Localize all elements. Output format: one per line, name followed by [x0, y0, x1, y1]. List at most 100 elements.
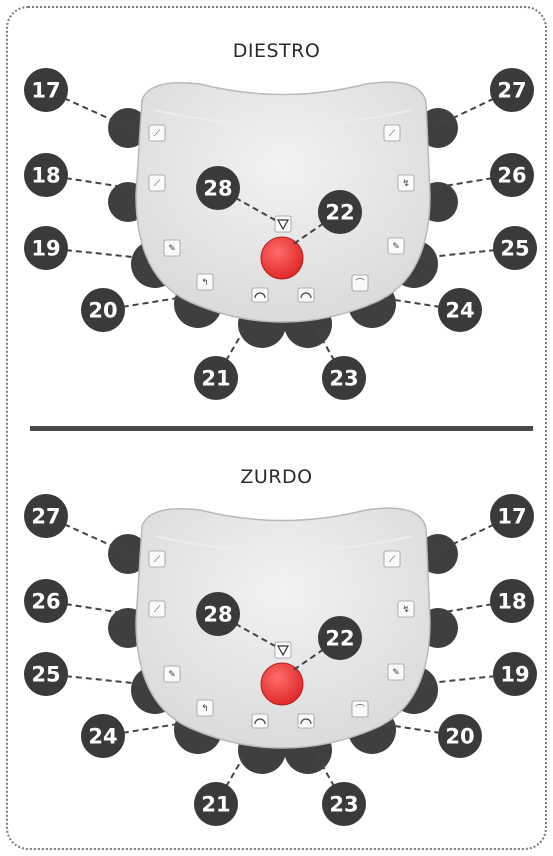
speed-dial-icon [297, 287, 315, 303]
speed-dial-icon [251, 287, 269, 303]
chair-position-glyph: ⌒ [355, 704, 364, 715]
chair-position-glyph: ⟋ [154, 179, 161, 189]
callout-number: 18 [31, 164, 60, 188]
panel-body [135, 81, 431, 323]
callout-badge [493, 226, 537, 270]
callout-number: 25 [500, 237, 529, 261]
callout-number: 20 [88, 299, 117, 323]
chair-position-glyph: ↯ [402, 605, 410, 615]
panel-title-diestro: DIESTRO [232, 40, 321, 62]
callout-badge [493, 652, 537, 696]
chair-position-glyph: ⌒ [355, 278, 364, 289]
speed-dial-arc [300, 292, 312, 299]
control-panel-diestro: ⟋ ⟋ ✎ ↰ ⟋ ↯ ✎ ⌒ 17 18 19 20 21 28 22 23 24 25 26 27 [24, 68, 537, 400]
callout-badge [490, 579, 534, 623]
callout-number: 28 [203, 603, 232, 627]
chair-position-glyph: ✎ [392, 242, 400, 252]
callout-badge [438, 288, 482, 332]
chair-position-glyph: ⟋ [154, 605, 161, 615]
callout-number: 18 [497, 590, 526, 614]
chair-position-glyph: ↯ [402, 179, 410, 189]
callout-badge [81, 714, 125, 758]
callout-badge [322, 356, 366, 400]
callout-number: 17 [31, 79, 60, 103]
callout-number: 25 [31, 663, 60, 687]
chair-position-icon [383, 550, 401, 568]
chair-position-glyph: ⟋ [389, 555, 396, 565]
chair-position-icon [351, 274, 369, 292]
callout-badge [24, 68, 68, 112]
callout-number: 24 [88, 725, 117, 749]
callout-number: 22 [325, 201, 354, 225]
chair-position-glyph: ✎ [392, 668, 400, 678]
callout-badge [81, 288, 125, 332]
red-stop-button [260, 236, 304, 280]
speed-dial-arc [300, 718, 312, 725]
chair-position-icon [196, 699, 214, 717]
chair-position-glyph: ⟋ [154, 129, 161, 139]
callout-badge [24, 494, 68, 538]
chair-position-glyph: ⟋ [154, 555, 161, 565]
chair-position-icon [397, 600, 415, 618]
callout-number: 21 [201, 367, 230, 391]
speed-dial-icon [297, 713, 315, 729]
callout-badge [194, 782, 238, 826]
stop-triangle-glyph [276, 645, 290, 657]
callout-number: 17 [497, 505, 526, 529]
speed-dial-arc [254, 292, 266, 299]
chair-position-icon [148, 124, 166, 142]
chair-position-icon [163, 239, 181, 257]
chair-position-glyph: ⟋ [389, 129, 396, 139]
chair-position-icon [387, 663, 405, 681]
callout-number: 19 [31, 237, 60, 261]
callout-number: 28 [203, 177, 232, 201]
panel-body [135, 507, 431, 749]
chair-position-icon [397, 174, 415, 192]
red-stop-button [260, 662, 304, 706]
panel-highlight [154, 535, 413, 552]
callout-number: 24 [445, 299, 474, 323]
callout-number: 19 [500, 663, 529, 687]
callout-number: 27 [31, 505, 60, 529]
chair-position-icon [148, 600, 166, 618]
speed-dial-icon [251, 713, 269, 729]
callout-number: 20 [445, 725, 474, 749]
callout-number: 23 [329, 367, 358, 391]
leader-line [45, 247, 143, 259]
callout-badge [438, 714, 482, 758]
chair-position-icon [351, 700, 369, 718]
callout-badge [194, 356, 238, 400]
chair-position-icon [387, 237, 405, 255]
callout-badge [24, 153, 68, 197]
chair-position-icon [163, 665, 181, 683]
chair-position-icon [196, 273, 214, 291]
callout-badge [318, 616, 362, 660]
stop-triangle-glyph [276, 219, 290, 231]
callout-number: 26 [31, 590, 60, 614]
panel-highlight [154, 109, 413, 126]
chair-position-glyph: ↰ [201, 278, 209, 288]
callout-badge [24, 579, 68, 623]
callout-number: 27 [497, 79, 526, 103]
callout-number: 26 [497, 164, 526, 188]
chair-position-glyph: ↰ [201, 704, 209, 714]
callout-badge [490, 494, 534, 538]
divider [30, 426, 533, 431]
panel-title-zurdo: ZURDO [240, 466, 313, 488]
callout-badge [490, 153, 534, 197]
chair-position-glyph: ✎ [168, 670, 176, 680]
callout-number: 23 [329, 793, 358, 817]
leader-line [45, 673, 143, 685]
callout-badge [196, 166, 240, 210]
callout-number: 22 [325, 627, 354, 651]
callout-badge [322, 782, 366, 826]
callout-badge [318, 190, 362, 234]
callout-badge [24, 652, 68, 696]
callout-badge [490, 68, 534, 112]
chair-position-icon [383, 124, 401, 142]
chair-position-glyph: ✎ [168, 244, 176, 254]
callout-badge [24, 226, 68, 270]
speed-dial-arc [254, 718, 266, 725]
chair-position-icon [148, 550, 166, 568]
